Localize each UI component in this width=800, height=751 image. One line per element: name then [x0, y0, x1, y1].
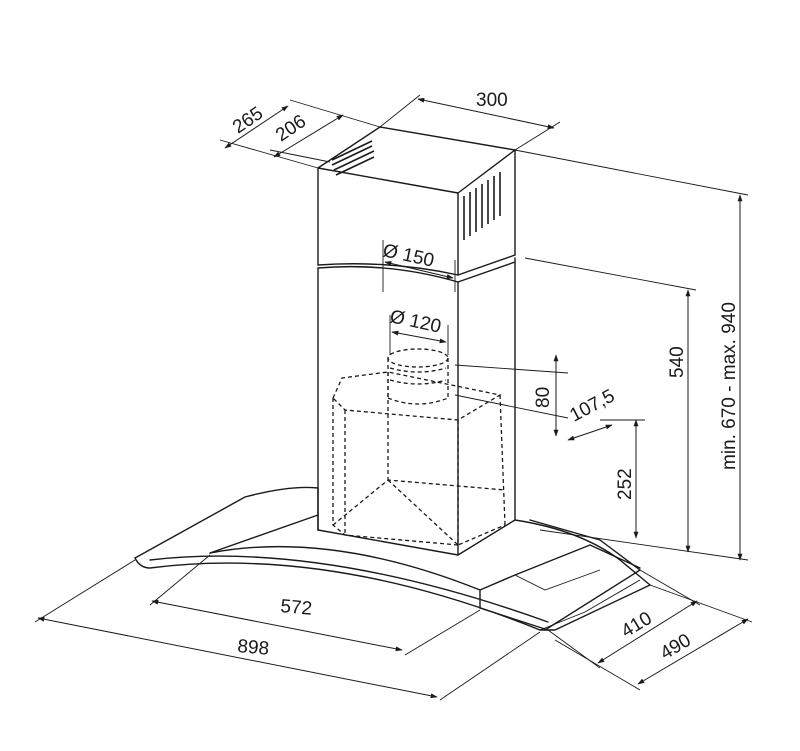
label-265: 265	[229, 103, 267, 138]
label-540: 540	[667, 346, 688, 378]
chimney-vent-left	[331, 140, 375, 176]
label-206: 206	[272, 111, 310, 146]
dim-diameter-120	[389, 315, 449, 355]
label-490: 490	[657, 630, 695, 664]
label-300: 300	[476, 90, 508, 111]
dim-width-top	[379, 94, 561, 151]
canopy-glass	[134, 486, 651, 631]
dim-collar	[454, 354, 613, 441]
dim-glass-width	[149, 554, 481, 656]
label-410: 410	[618, 608, 656, 642]
dim-lower-chimney-height	[524, 257, 697, 553]
label-252: 252	[615, 468, 636, 500]
label-80: 80	[533, 387, 554, 408]
chimney-vent-right	[463, 172, 501, 240]
dim-total-height	[514, 149, 749, 561]
lower-chimney	[317, 257, 516, 556]
internal-motor-body	[332, 348, 506, 546]
label-572: 572	[280, 596, 313, 620]
dim-depth-bottom	[547, 569, 753, 691]
dim-diameter-150	[382, 240, 456, 292]
label-898: 898	[237, 636, 270, 660]
label-total-height: min. 670 - max. 940	[719, 302, 740, 470]
dim-total-width	[34, 559, 541, 701]
dim-body-height	[600, 419, 645, 539]
dim-depth-top	[219, 99, 381, 169]
